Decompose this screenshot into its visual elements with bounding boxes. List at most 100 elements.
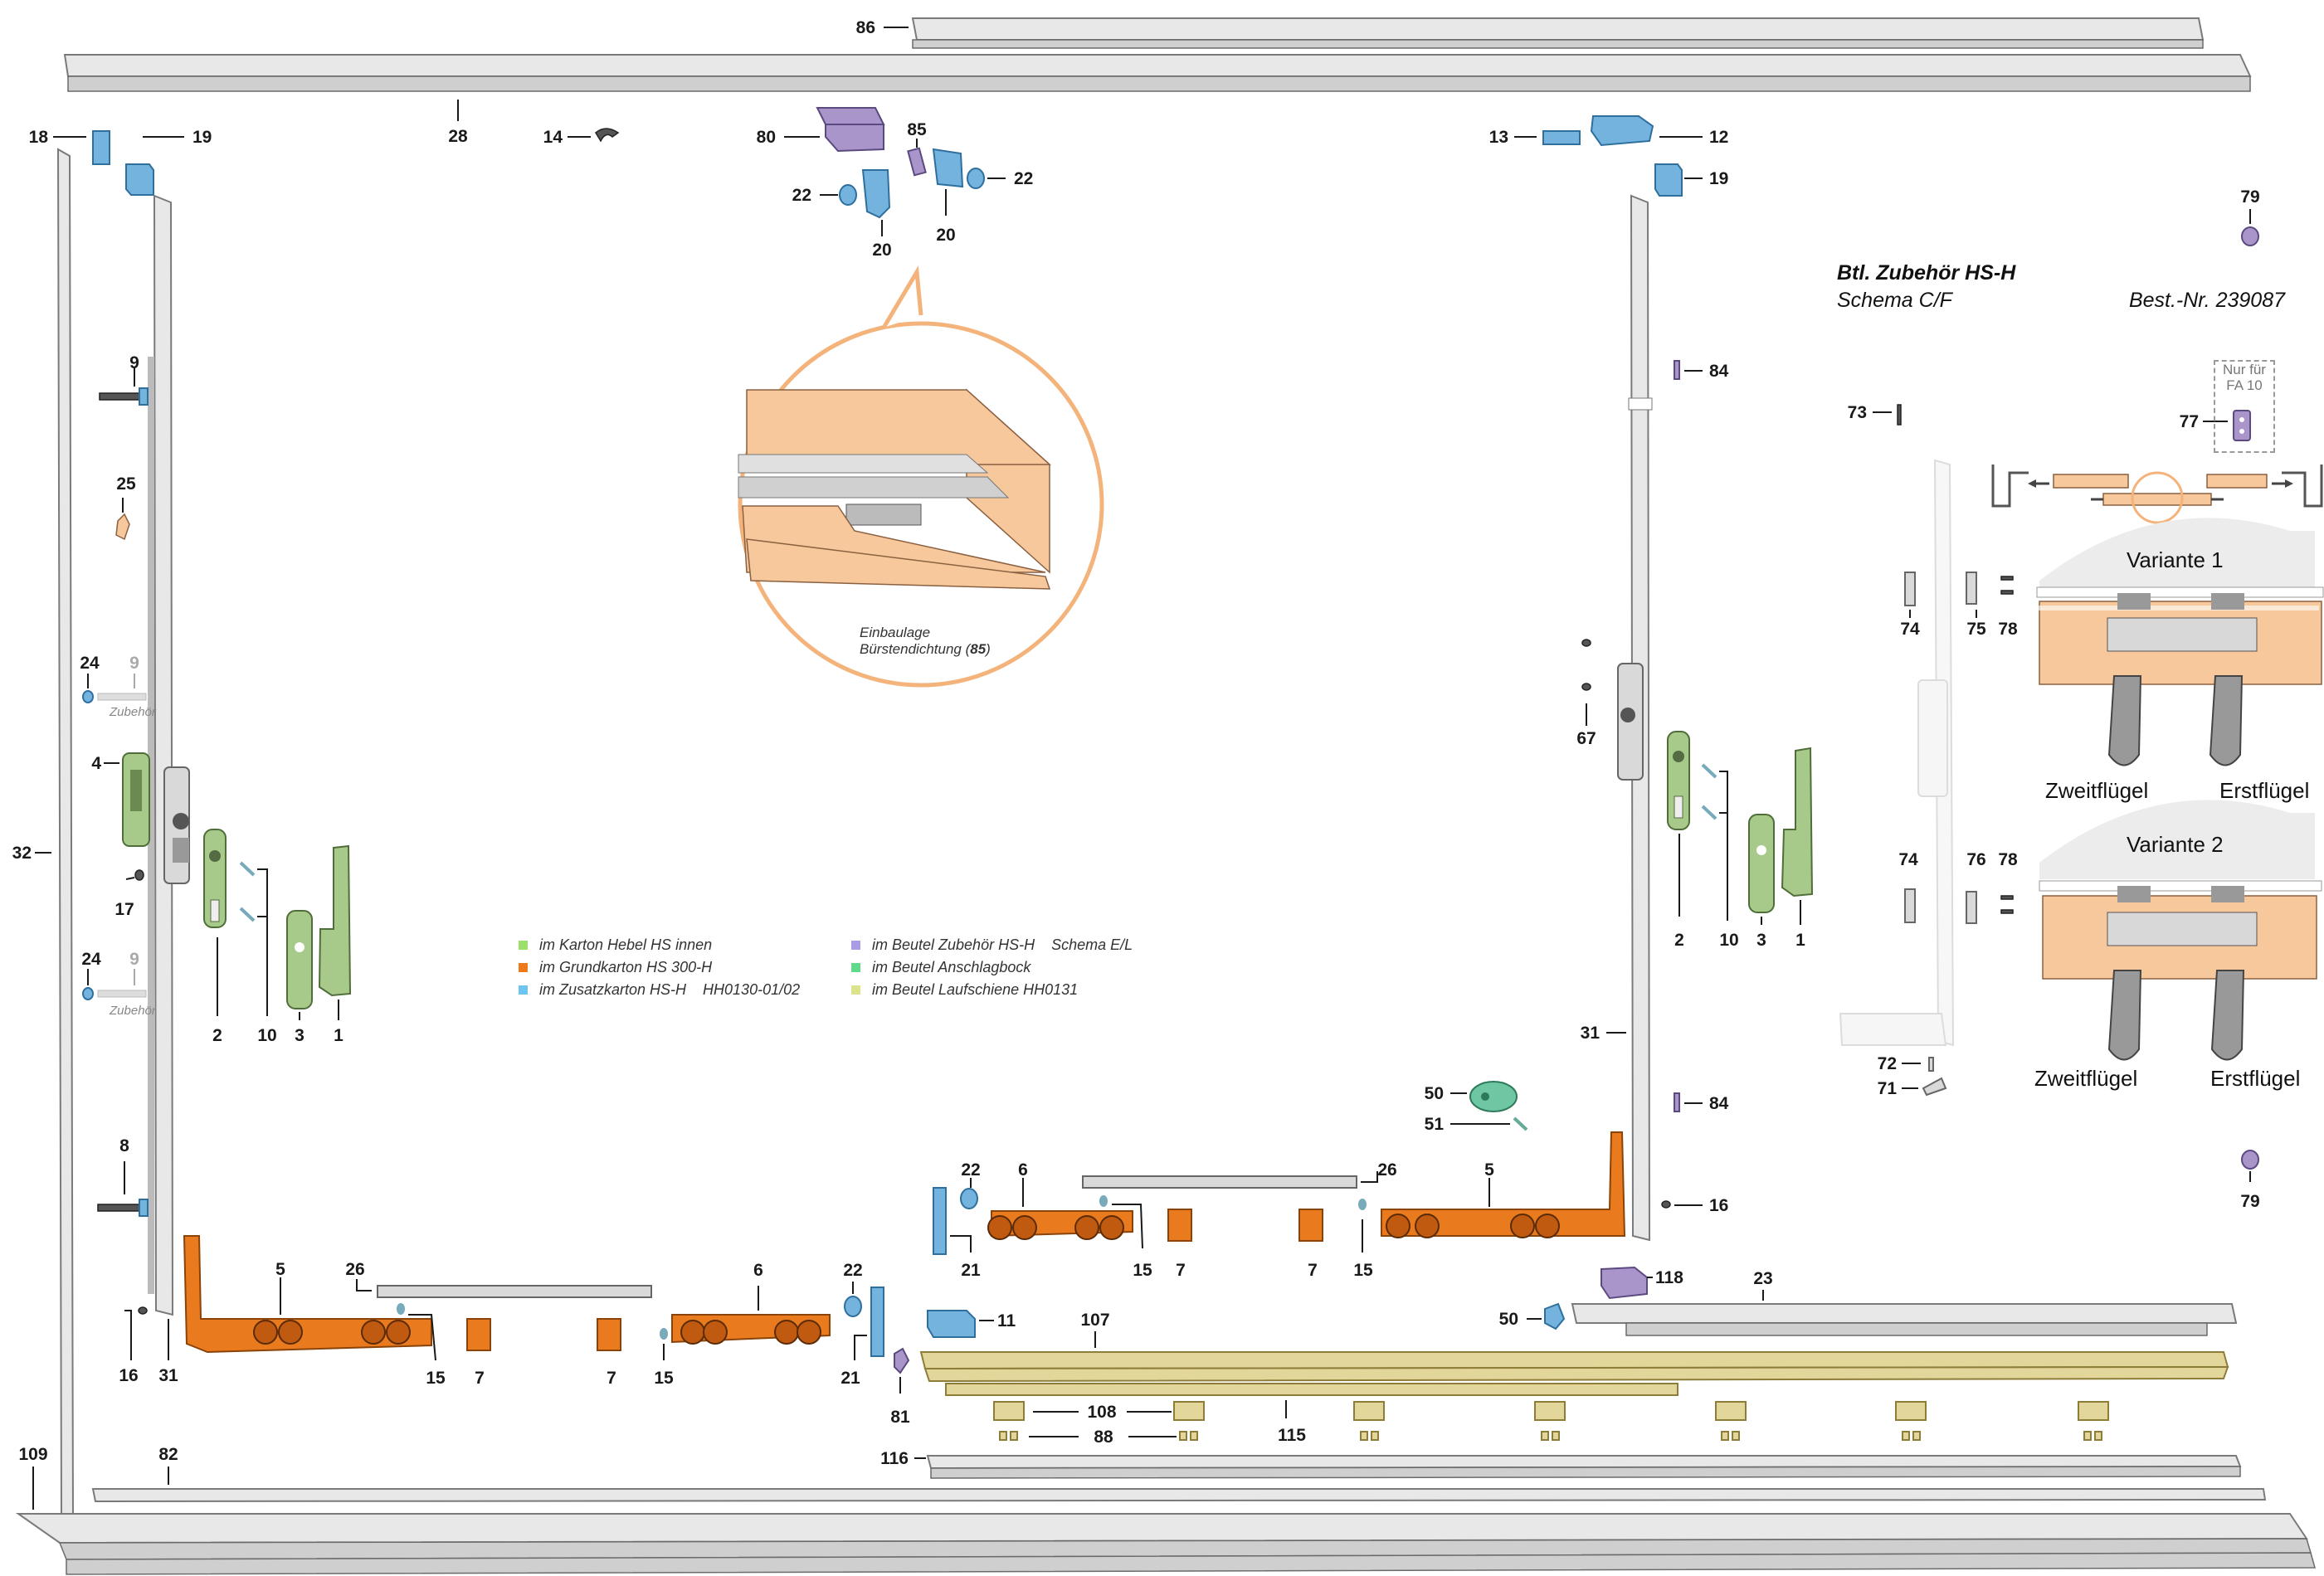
slide-schematic xyxy=(1991,465,2323,524)
label-4: 4 xyxy=(91,754,101,773)
legend-item-karton-hebel: im Karton Hebel HS innen xyxy=(519,934,800,956)
schema-profile xyxy=(1839,459,1955,1047)
legend-label: im Zusatzkarton HS-H HH0130-01/02 xyxy=(539,981,801,998)
label-17: 17 xyxy=(114,900,134,919)
part-23 xyxy=(1544,1302,1566,1330)
part-84-lower xyxy=(1674,1092,1680,1112)
part-6-bottom-left xyxy=(671,1314,831,1345)
label-20-top-left: 20 xyxy=(872,241,891,260)
label-108: 115 xyxy=(1278,1426,1306,1445)
legend-swatch xyxy=(851,941,860,950)
part-78-lower xyxy=(2000,895,2014,914)
label-75: 75 xyxy=(1966,620,1986,639)
part-9-accessory-upper xyxy=(97,693,147,701)
part-80 xyxy=(816,107,885,153)
part-67-b xyxy=(1581,683,1591,691)
label-5-left: 5 xyxy=(275,1260,285,1279)
label-5-right: 5 xyxy=(1484,1160,1494,1180)
label-72: 72 xyxy=(1878,1054,1897,1073)
profile-32 xyxy=(56,148,75,1524)
part-10-screw-b-right xyxy=(1701,805,1717,820)
part-20-top-left xyxy=(861,169,891,219)
part-26-left xyxy=(377,1285,652,1298)
label-15-left-b: 15 xyxy=(654,1369,674,1388)
part-109-row xyxy=(993,1401,2109,1421)
variant-1-right-label: Erstflügel xyxy=(2219,778,2310,803)
variant-1-title: Variante 1 xyxy=(2127,547,2224,572)
label-3-left: 3 xyxy=(295,1026,305,1045)
label-50: 50 xyxy=(1425,1084,1444,1103)
part-9-accessory-lower xyxy=(97,990,147,998)
part-74-upper xyxy=(1904,572,1916,606)
label-73: 73 xyxy=(1848,403,1867,422)
variant-1-drawing xyxy=(2036,518,2324,766)
part-22-top-left xyxy=(839,184,857,206)
legend-item-grundkarton: im Grundkarton HS 300-H xyxy=(519,956,800,979)
gear-left xyxy=(163,766,190,884)
accessory-label-upper: Zubehör xyxy=(110,705,156,719)
legend-swatch xyxy=(519,985,528,995)
legend-item-zusatzkarton: im Zusatzkarton HS-H HH0130-01/02 xyxy=(519,979,800,1001)
legend-swatch xyxy=(851,985,860,995)
label-88: 116 xyxy=(880,1449,909,1468)
part-24-upper xyxy=(82,690,94,703)
label-84-lower: 84 xyxy=(1709,1094,1729,1113)
label-85: 85 xyxy=(907,120,927,139)
legend-label: im Beutel Laufschiene HH0131 xyxy=(872,981,1079,998)
part-73 xyxy=(1897,404,1902,426)
legend-item-anschlagbock: im Beutel Anschlagbock xyxy=(851,956,1133,979)
label-79-top: 79 xyxy=(2240,187,2259,207)
legend-swatch xyxy=(851,963,860,972)
label-21-bottom-left: 21 xyxy=(840,1369,860,1388)
detail-note-line1: Einbaulage xyxy=(860,625,931,640)
variant-2-right-label: Erstflügel xyxy=(2210,1066,2301,1091)
part-22-bottom-left xyxy=(844,1296,862,1317)
part-6-bottom-right xyxy=(987,1210,1133,1240)
legend-label: im Beutel Zubehör HS-H Schema E/L xyxy=(872,936,1133,953)
label-26-right: 26 xyxy=(1377,1160,1396,1180)
part-51 xyxy=(1513,1116,1528,1131)
profile-31-left xyxy=(148,194,174,1316)
label-15-right-a: 15 xyxy=(1133,1261,1152,1280)
part-18 xyxy=(92,130,110,165)
label-81: 81 xyxy=(890,1408,910,1427)
part-1-left xyxy=(318,844,352,997)
part-21-bottom-left xyxy=(870,1287,884,1357)
part-76 xyxy=(1966,891,1977,924)
part-10-screw-a-right xyxy=(1701,763,1717,779)
product-title: Btl. Zubehör HS-H xyxy=(1837,261,2016,285)
part-15-right-a xyxy=(1099,1195,1108,1207)
title-block: Btl. Zubehör HS-H Schema C/F Best.-Nr. 2… xyxy=(1837,261,2285,313)
label-10-left: 10 xyxy=(257,1026,276,1045)
part-9-screw xyxy=(99,387,149,406)
label-74-upper: 74 xyxy=(1900,620,1920,639)
label-24-upper: 24 xyxy=(80,654,100,673)
label-12: 12 xyxy=(1709,128,1728,147)
part-17 xyxy=(134,869,144,881)
label-67: 67 xyxy=(1576,729,1596,748)
label-9-top: 9 xyxy=(129,353,139,372)
fa10-note-line2: FA 10 xyxy=(2226,377,2263,393)
part-19-left xyxy=(125,163,154,196)
part-74-lower xyxy=(1904,888,1916,923)
part-5-bottom-right xyxy=(1381,1131,1626,1238)
variant-1-left-label: Zweitflügel xyxy=(2045,778,2149,803)
part-110-row xyxy=(999,1431,2102,1441)
label-74-lower: 74 xyxy=(1898,850,1918,869)
part-20-top-right xyxy=(932,148,964,188)
label-18: 18 xyxy=(29,128,49,147)
label-31-left: 31 xyxy=(158,1366,178,1385)
order-number: Best.-Nr. 239087 xyxy=(2128,289,2285,312)
label-8: 8 xyxy=(119,1136,129,1155)
part-16-right xyxy=(1661,1200,1671,1209)
part-15-right-b xyxy=(1358,1199,1367,1210)
label-78-lower: 78 xyxy=(1998,850,2018,869)
part-81 xyxy=(894,1347,910,1374)
label-2-left: 2 xyxy=(212,1026,222,1045)
label-78-upper: 78 xyxy=(1998,620,2018,639)
part-8-screw xyxy=(97,1199,149,1217)
part-7-right-a xyxy=(1167,1209,1192,1242)
label-19-left: 19 xyxy=(192,128,212,147)
variant-2-drawing xyxy=(2039,800,2322,1061)
detail-note-line2: Bürstendichtung ( xyxy=(860,641,971,657)
